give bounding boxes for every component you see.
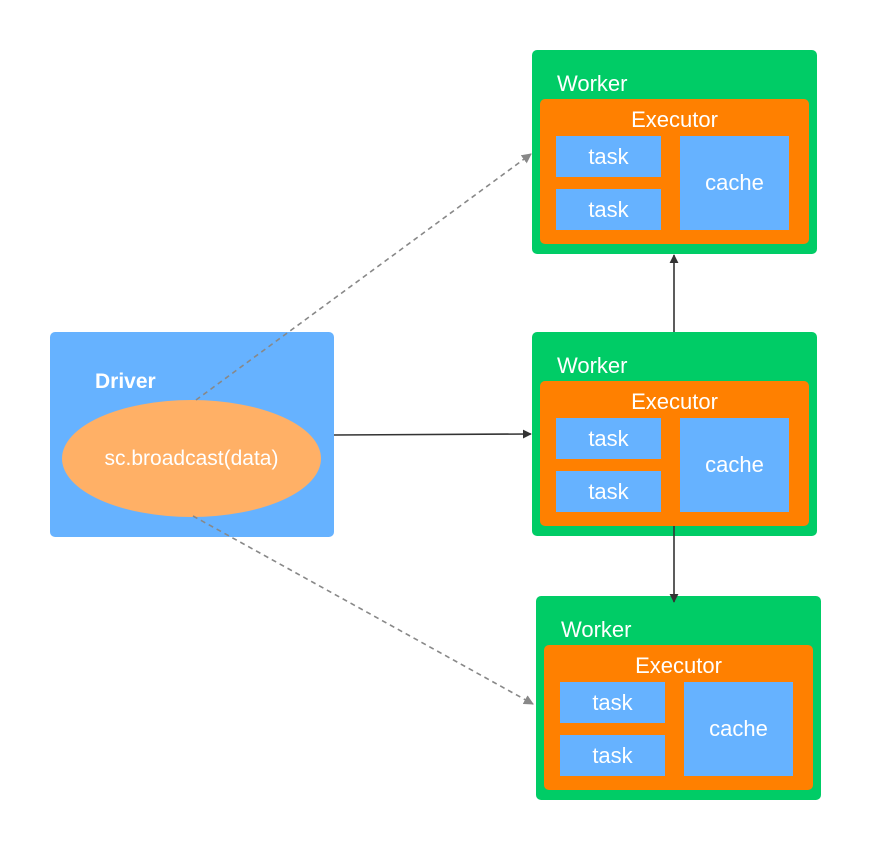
task-label: task [588, 196, 629, 222]
task-slot: task [560, 682, 665, 723]
worker-label: Worker [557, 71, 628, 96]
task-label: task [588, 143, 629, 169]
worker-node-2: Worker Executor task task cache [532, 332, 817, 536]
executor-label: Executor [635, 653, 722, 678]
worker-node-1: Worker Executor task task cache [532, 50, 817, 254]
task-slot: task [560, 735, 665, 776]
task-slot: task [556, 189, 661, 230]
driver-node: Driver sc.broadcast(data) [50, 332, 334, 537]
executor-box: Executor task task cache [544, 645, 813, 790]
cache-box: cache [680, 136, 789, 230]
cache-label: cache [705, 170, 764, 195]
driver-title: Driver [95, 370, 156, 393]
worker-label: Worker [557, 353, 628, 378]
edge-driver-to-worker-2 [333, 429, 532, 439]
cache-label: cache [705, 452, 764, 477]
executor-label: Executor [631, 389, 718, 414]
executor-box: Executor task task cache [540, 381, 809, 526]
task-label: task [588, 425, 629, 451]
cache-label: cache [709, 716, 768, 741]
cache-box: cache [684, 682, 793, 776]
cache-box: cache [680, 418, 789, 512]
task-slot: task [556, 471, 661, 512]
broadcast-code-label: sc.broadcast(data) [104, 446, 279, 470]
task-slot: task [556, 136, 661, 177]
worker-node-3: Worker Executor task task cache [536, 596, 821, 800]
edge-driver-to-worker-3 [192, 515, 534, 705]
task-label: task [592, 689, 633, 715]
executor-box: Executor task task cache [540, 99, 809, 244]
task-label: task [588, 478, 629, 504]
worker-label: Worker [561, 617, 632, 642]
task-slot: task [556, 418, 661, 459]
task-label: task [592, 742, 633, 768]
executor-label: Executor [631, 107, 718, 132]
broadcast-ellipse: sc.broadcast(data) [62, 400, 321, 517]
